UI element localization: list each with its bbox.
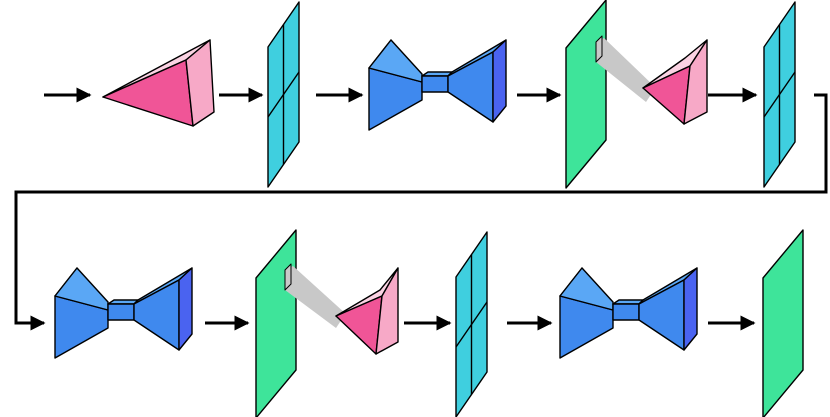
bowtie-right-side <box>178 267 193 351</box>
bowtie-left-cap <box>54 267 109 311</box>
blue-bowtie-icon <box>54 267 193 359</box>
grid-plane-icon <box>267 1 300 188</box>
bowtie-left-cap <box>368 39 423 83</box>
arrows-layer <box>14 87 828 331</box>
nodes-layer <box>54 0 804 417</box>
green-plane-face <box>762 229 804 417</box>
projection-link <box>596 38 656 102</box>
bowtie-left-cap <box>559 267 614 311</box>
pyramid-side-face <box>185 39 215 127</box>
green-plane-icon <box>762 229 804 417</box>
projection-link <box>285 266 346 328</box>
projection-patch <box>284 263 292 291</box>
pyramid-side-face <box>683 39 708 125</box>
pyramid-side-face <box>375 267 399 355</box>
pyramid-front-face <box>102 59 194 127</box>
bowtie-center-front <box>421 75 449 93</box>
projection-patch <box>595 35 603 63</box>
pink-pyramid-icon <box>102 39 215 127</box>
grid-plane-icon <box>455 231 488 417</box>
bowtie-right-side <box>492 39 507 123</box>
bowtie-center-front <box>612 303 640 321</box>
bowtie-center-front <box>107 303 135 321</box>
green-plane-pyramid-icon <box>565 0 708 189</box>
bowtie-right-side <box>683 267 698 351</box>
blue-bowtie-icon <box>559 267 698 359</box>
grid-plane-icon <box>763 1 796 188</box>
green-plane-pyramid-icon <box>255 229 399 417</box>
green-plane-face <box>255 229 297 417</box>
green-plane-face <box>565 0 607 189</box>
blue-bowtie-icon <box>368 39 507 131</box>
wrap-arrow <box>14 93 828 331</box>
